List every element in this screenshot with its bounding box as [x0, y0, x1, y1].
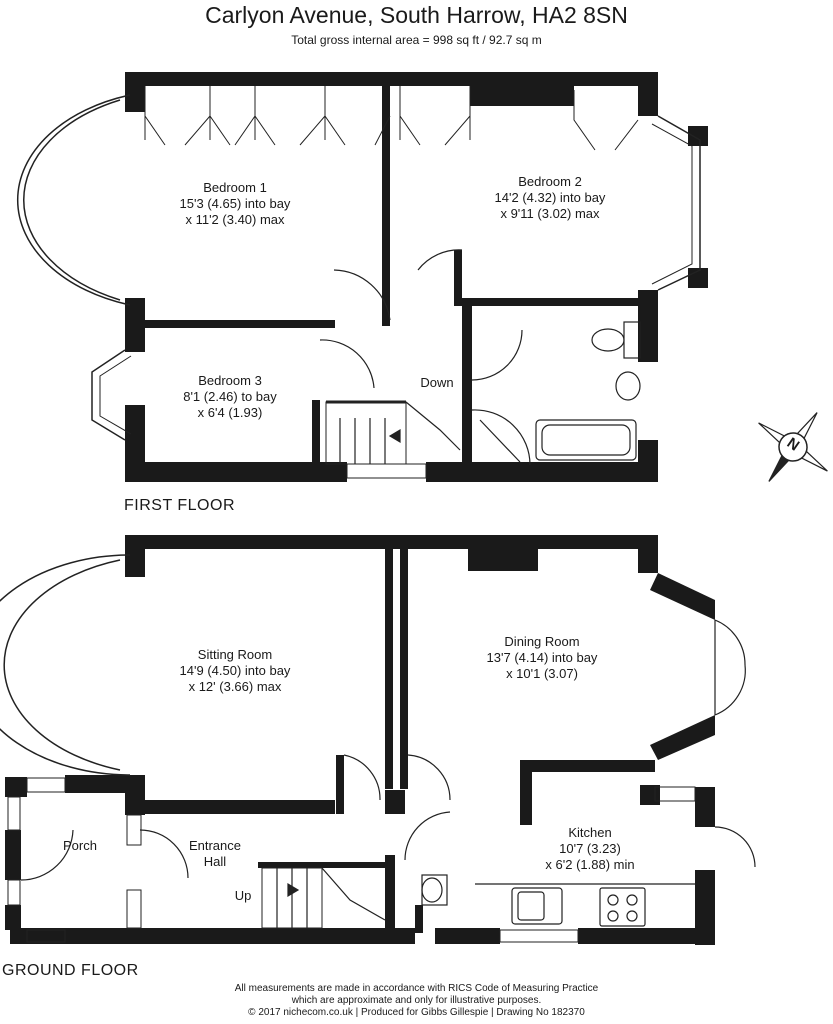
room-name: Bedroom 2	[518, 174, 582, 189]
room-dimension: 8'1 (2.46) to bay	[183, 389, 277, 404]
stairs-down-label: Down	[420, 375, 454, 390]
room-label-porch: Porch	[63, 838, 97, 853]
room-name: Bedroom 3	[198, 373, 262, 388]
room-dimension: x 6'4 (1.93)	[197, 405, 263, 420]
room-dimension: x 10'1 (3.07)	[506, 666, 578, 681]
room-dimension: x 9'11 (3.02) max	[500, 206, 600, 221]
room-name: Sitting Room	[197, 647, 273, 662]
ground-floor-walls	[5, 535, 715, 945]
area-subtitle: Total gross internal area = 998 sq ft / …	[291, 33, 542, 47]
first-floor-walls	[125, 72, 708, 482]
room-dimension: x 12' (3.66) max	[188, 679, 282, 694]
room-dimension: x 11'2 (3.40) max	[185, 212, 285, 227]
room-dimension: 14'2 (4.32) into bay	[494, 190, 606, 205]
room-label-bedroom-2: Bedroom 2 14'2 (4.32) into bay x 9'11 (3…	[480, 174, 620, 222]
compass-icon	[758, 412, 828, 482]
room-name: Hall	[203, 854, 227, 869]
room-name: Bedroom 1	[203, 180, 267, 195]
room-dimension: 14'9 (4.50) into bay	[179, 663, 291, 678]
room-dimension: 10'7 (3.23)	[559, 841, 621, 856]
room-label-bedroom-1: Bedroom 1 15'3 (4.65) into bay x 11'2 (3…	[165, 180, 305, 228]
first-floor-plan	[17, 72, 708, 482]
ground-floor-label: GROUND FLOOR	[2, 962, 139, 979]
footer-disclaimer: All measurements are made in accordance …	[0, 983, 833, 1019]
room-dimension: x 6'2 (1.88) min	[545, 857, 635, 872]
first-floor-label: FIRST FLOOR	[124, 497, 235, 514]
ground-floor-plan	[0, 535, 756, 945]
page-title: Carlyon Avenue, South Harrow, HA2 8SN	[205, 2, 628, 28]
room-label-sitting-room: Sitting Room 14'9 (4.50) into bay x 12' …	[165, 647, 305, 695]
room-dimension: 15'3 (4.65) into bay	[179, 196, 291, 211]
room-name: Entrance	[188, 838, 242, 853]
room-name: Kitchen	[568, 825, 612, 840]
room-dimension: 13'7 (4.14) into bay	[486, 650, 598, 665]
room-label-dining-room: Dining Room 13'7 (4.14) into bay x 10'1 …	[472, 634, 612, 682]
room-label-kitchen: Kitchen 10'7 (3.23) x 6'2 (1.88) min	[530, 825, 650, 873]
room-name: Dining Room	[504, 634, 580, 649]
stairs-up-label: Up	[234, 888, 252, 903]
footer-line: which are approximate and only for illus…	[291, 995, 542, 1006]
room-label-bedroom-3: Bedroom 3 8'1 (2.46) to bay x 6'4 (1.93)	[160, 373, 300, 421]
room-label-entrance-hall: Entrance Hall	[175, 838, 255, 870]
footer-line: All measurements are made in accordance …	[234, 983, 599, 994]
footer-line: © 2017 nichecom.co.uk | Produced for Gib…	[248, 1007, 585, 1018]
